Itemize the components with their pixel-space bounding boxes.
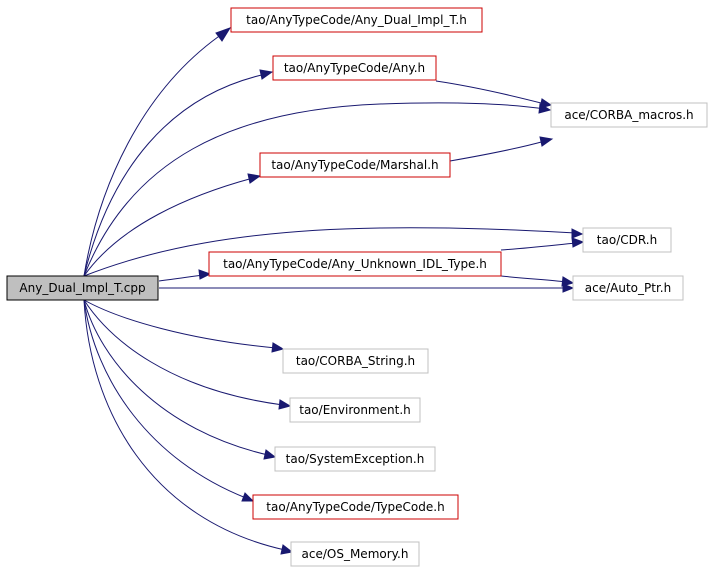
edge-any-h-to-corba-macros-h [435,80,553,109]
edge-source-to-any-dual-impl-t-h [83,27,232,277]
edge-source-to-marshal-h [83,173,262,277]
edge-any-unknown-idl-type-h-to-auto-ptr-h [500,275,575,287]
edge-source-to-auto-ptr-h [159,283,575,293]
node-label: ace/CORBA_macros.h [564,108,693,122]
node-corba-string-h[interactable]: tao/CORBA_String.h [282,348,429,374]
node-label: tao/AnyTypeCode/Marshal.h [271,158,438,172]
edge-source-to-any-h [83,69,274,277]
node-marshal-h[interactable]: tao/AnyTypeCode/Marshal.h [259,152,451,178]
node-label: tao/Environment.h [299,403,411,417]
edge-any-unknown-idl-type-h-to-cdr-h [500,237,585,251]
edge-source-to-any-unknown-idl-type-h [158,269,212,282]
node-label: ace/OS_Memory.h [302,547,409,561]
node-label: tao/AnyTypeCode/TypeCode.h [266,500,444,514]
node-label: tao/AnyTypeCode/Any_Dual_Impl_T.h [246,13,467,27]
node-label: Any_Dual_Impl_T.cpp [19,281,145,295]
node-auto-ptr-h[interactable]: ace/Auto_Ptr.h [572,275,684,301]
node-environment-h[interactable]: tao/Environment.h [289,397,421,423]
edge-source-to-environment-h [83,299,292,410]
node-label: tao/AnyTypeCode/Any_Unknown_IDL_Type.h [223,257,487,271]
edge-source-to-cdr-h [83,227,584,277]
node-label: tao/CDR.h [597,233,657,247]
edge-source-to-system-exception-h [83,299,277,460]
node-cdr-h[interactable]: tao/CDR.h [582,227,672,253]
edge-source-to-typecode-h [83,299,255,502]
node-label: tao/SystemException.h [286,452,425,466]
node-label: tao/CORBA_String.h [296,354,415,368]
node-system-exception-h[interactable]: tao/SystemException.h [274,446,436,472]
edge-source-to-os-memory-h [83,299,294,555]
edge-marshal-h-to-corba-macros-h [449,136,554,162]
node-label: tao/AnyTypeCode/Any.h [284,61,425,75]
node-os-memory-h[interactable]: ace/OS_Memory.h [290,541,420,567]
node-any-dual-impl-t-h[interactable]: tao/AnyTypeCode/Any_Dual_Impl_T.h [230,7,483,33]
node-any-h[interactable]: tao/AnyTypeCode/Any.h [272,55,437,81]
node-any-unknown-idl-type-h[interactable]: tao/AnyTypeCode/Any_Unknown_IDL_Type.h [208,251,502,277]
edge-source-to-corba-macros-h [83,102,552,277]
node-label: ace/Auto_Ptr.h [585,281,671,295]
node-any-dual-impl-t-cpp[interactable]: Any_Dual_Impl_T.cpp [6,275,159,301]
edge-source-to-corba-string-h [83,299,285,353]
node-typecode-h[interactable]: tao/AnyTypeCode/TypeCode.h [252,494,459,520]
node-corba-macros-h[interactable]: ace/CORBA_macros.h [550,102,708,128]
